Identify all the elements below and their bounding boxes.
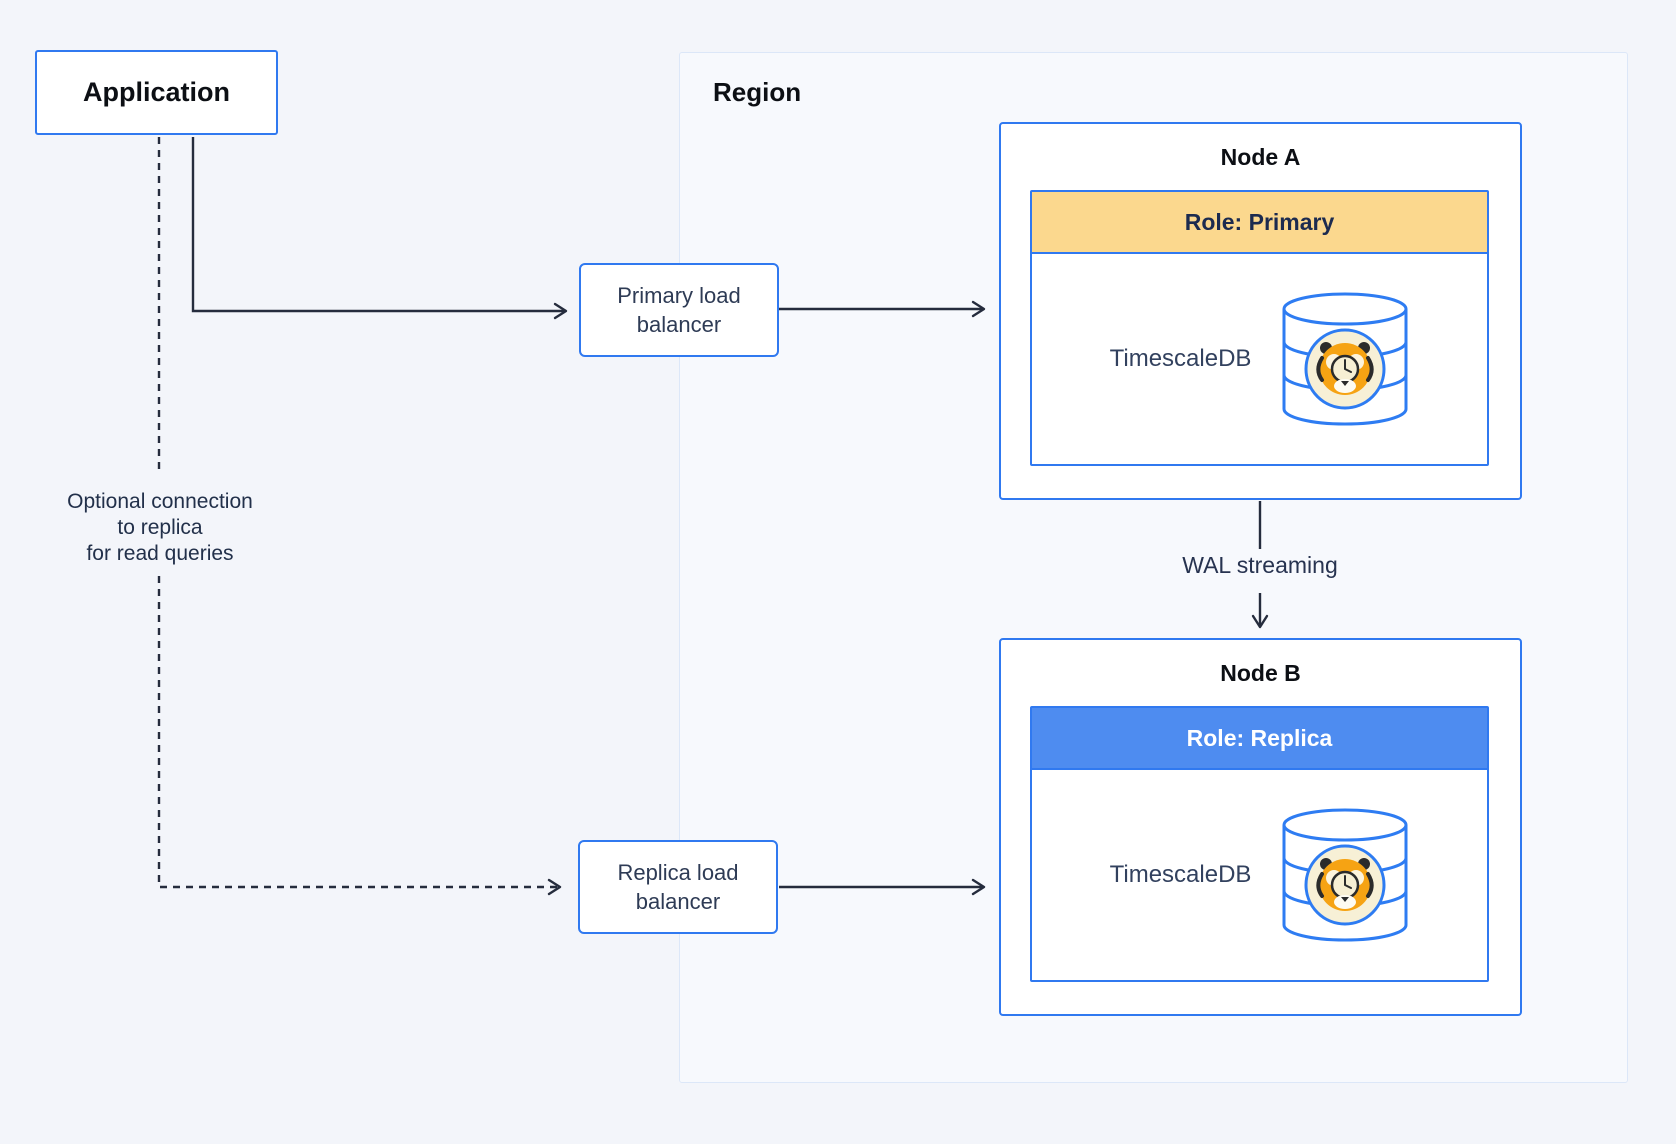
application-label: Application [83, 77, 230, 107]
optional-connection-note-line: Optional connection [67, 490, 253, 513]
node-b-box: Node B Role: Replica TimescaleDB [999, 638, 1522, 1016]
app-to-primary-lb-arrow [191, 137, 568, 320]
node-b-timescaledb-label: TimescaleDB [1109, 861, 1252, 888]
node-a-timescaledb-label: TimescaleDB [1109, 345, 1252, 372]
node-b-title: Node B [1220, 660, 1301, 686]
node-a-box: Node A Role: Primary TimescaleDB [999, 122, 1522, 500]
node-a-body: TimescaleDB [1032, 254, 1487, 464]
application-box: Application [35, 50, 278, 135]
wal-streaming-label: WAL streaming [1182, 552, 1338, 578]
primary-load-balancer-box: Primary load balancer [579, 263, 779, 357]
app-to-replica-dashed-arrow [157, 576, 562, 896]
node-b-role-header: Role: Replica [1032, 708, 1487, 770]
optional-connection-note-line: for read queries [86, 542, 234, 565]
primary-load-balancer-label: Primary load balancer [617, 283, 741, 337]
node-b-body: TimescaleDB [1032, 770, 1487, 980]
optional-connection-note: Optional connection to replica for read … [30, 489, 290, 567]
region-label: Region [713, 77, 802, 107]
node-a-role-header: Role: Primary [1032, 192, 1487, 254]
node-a-title: Node A [1220, 144, 1301, 170]
node-b-inner-box: Role: Replica TimescaleDB [1030, 706, 1489, 982]
database-tiger-icon [1282, 292, 1409, 426]
node-a-inner-box: Role: Primary TimescaleDB [1030, 190, 1489, 466]
replica-load-balancer-box: Replica load balancer [578, 840, 778, 934]
replica-load-balancer-label: Replica load balancer [617, 860, 739, 914]
database-tiger-icon [1282, 808, 1409, 942]
optional-connection-note-line: to replica [117, 516, 203, 539]
